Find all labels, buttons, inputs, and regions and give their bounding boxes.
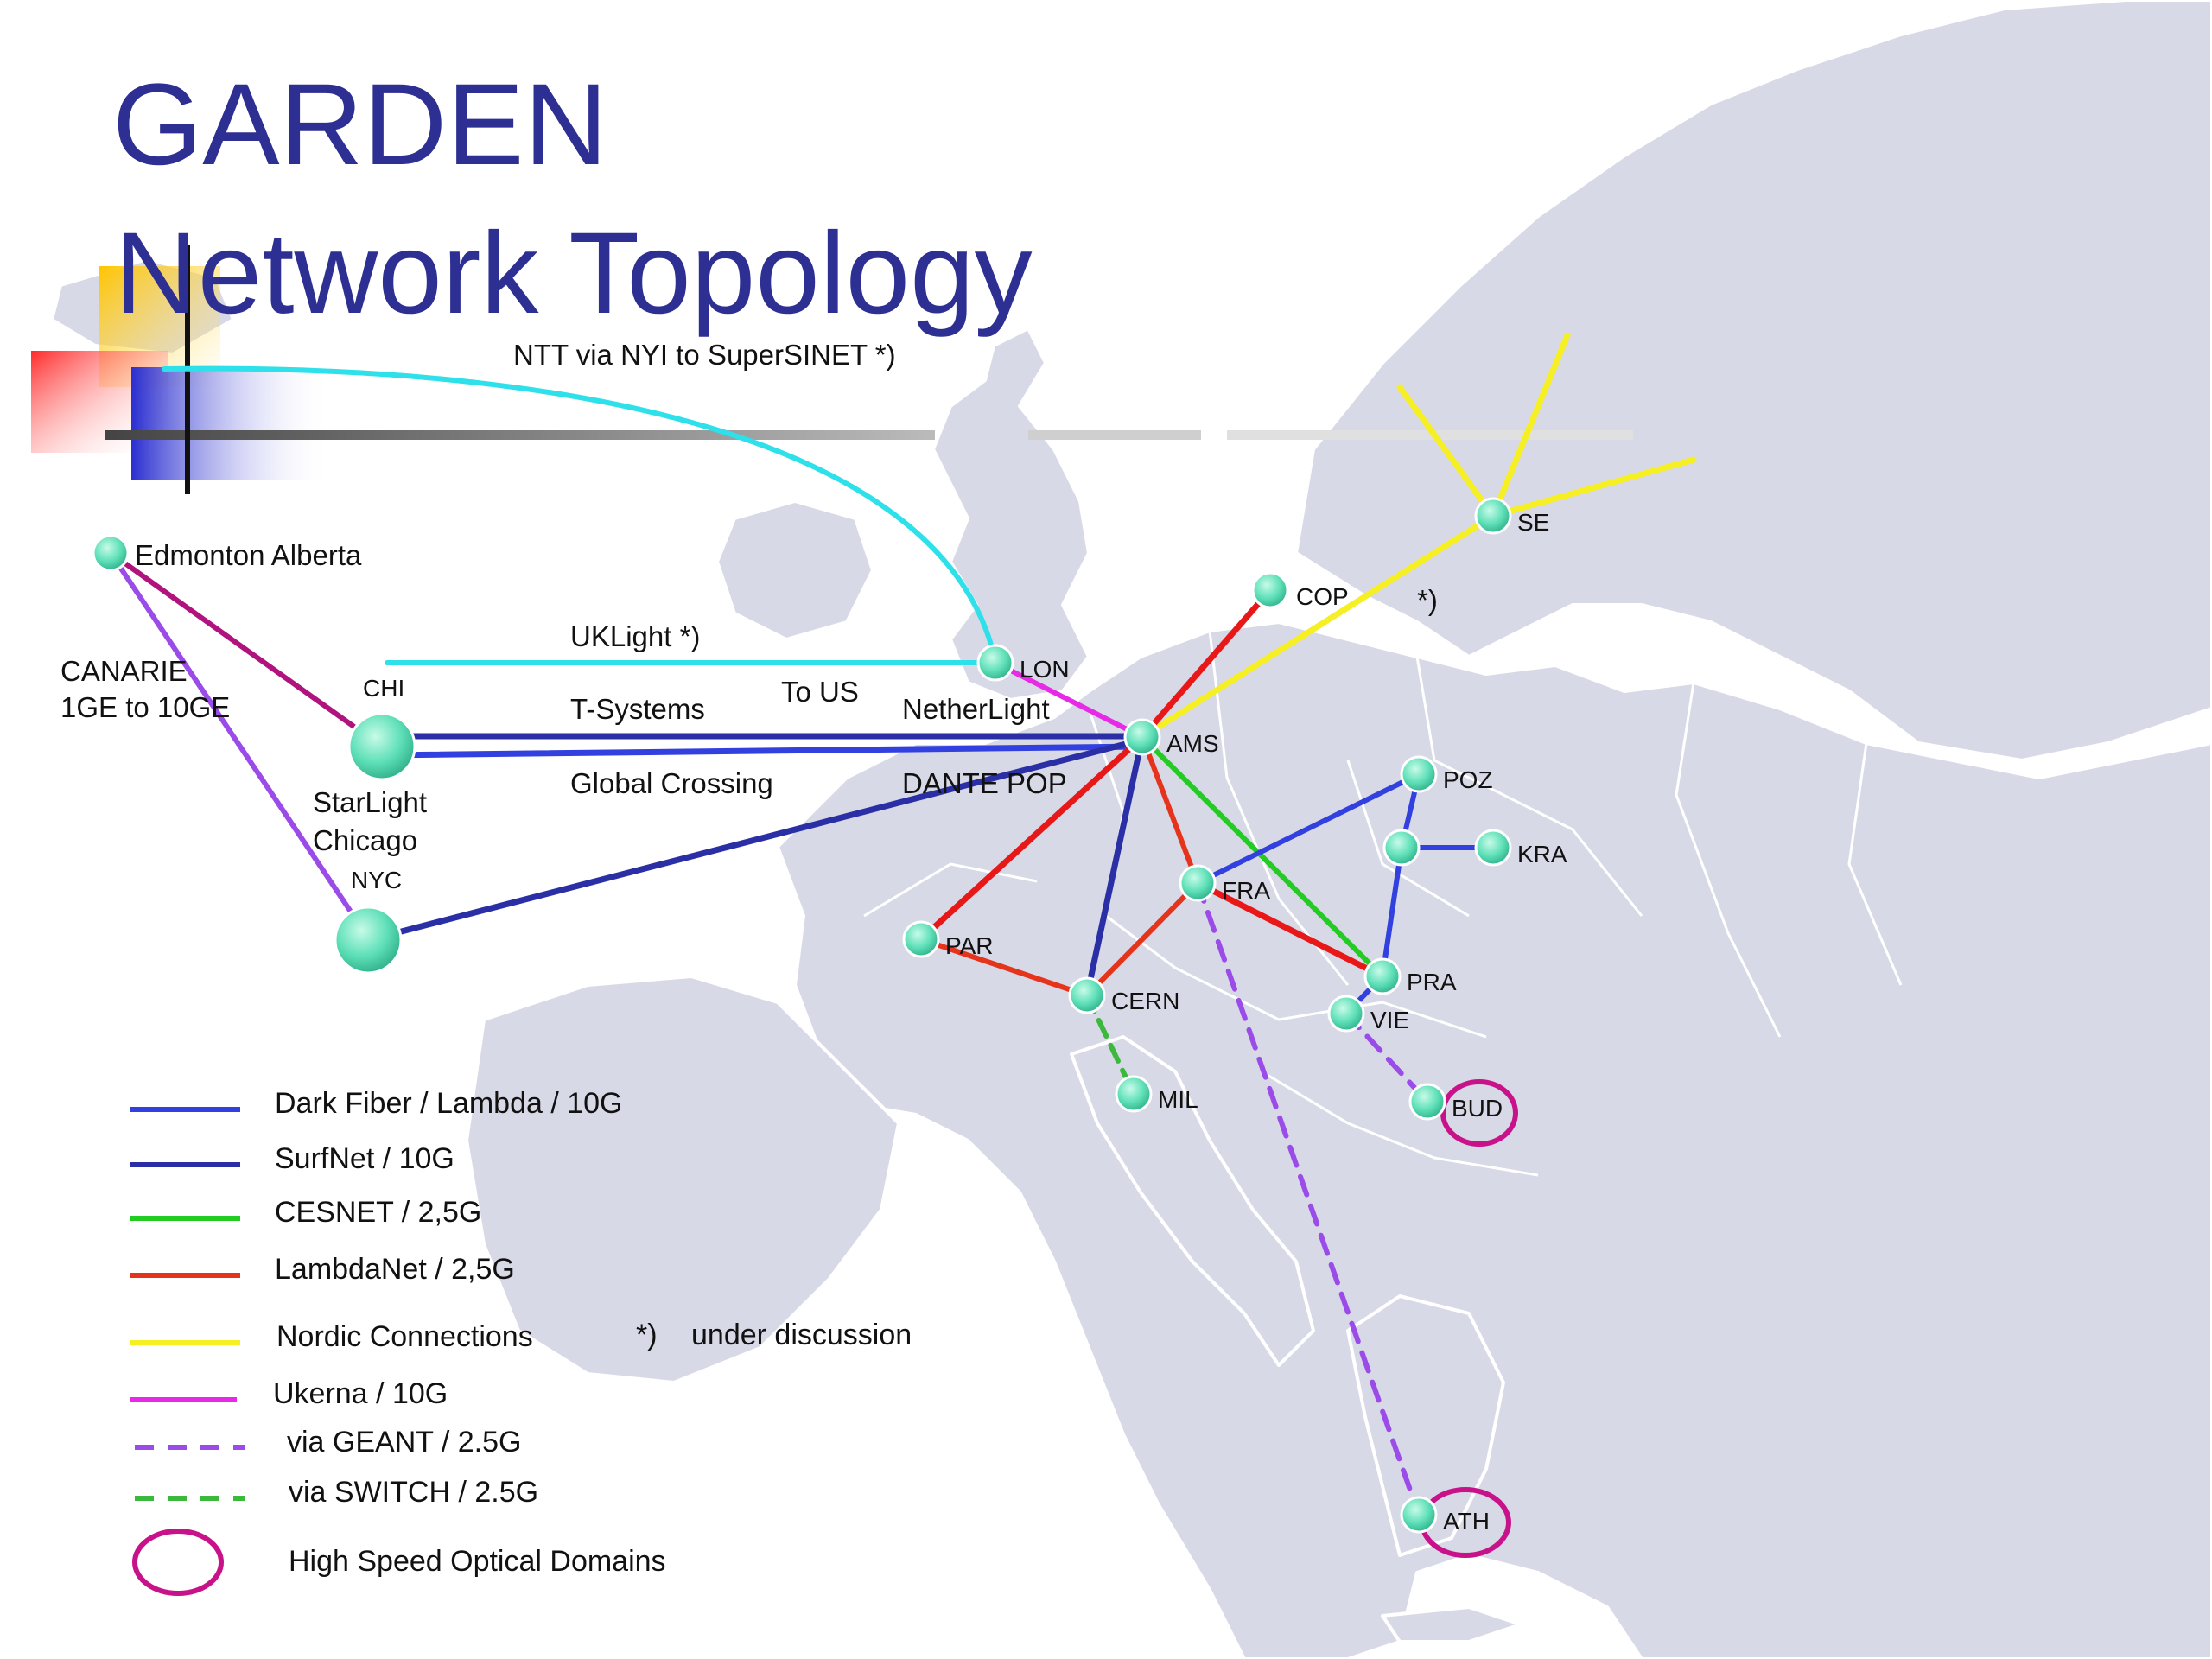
label-bud: BUD <box>1452 1095 1503 1122</box>
label-starlight-1: StarLight <box>313 786 427 818</box>
label-lon: LON <box>1020 656 1070 683</box>
node-se <box>1474 497 1512 535</box>
link-ams-cern <box>1084 734 1146 999</box>
node-edmonton <box>92 534 130 572</box>
optical-domain-bud <box>1440 1079 1518 1147</box>
link-nyc-ams <box>365 736 1146 944</box>
link-geant-fra-ath <box>1195 880 1421 1517</box>
link-ntt-arc <box>162 365 998 664</box>
legend: Dark Fiber / Lambda / 10G SurfNet / 10G … <box>130 1087 912 1596</box>
label-mil: MIL <box>1158 1086 1198 1113</box>
link-mid-pra <box>1380 845 1404 979</box>
node-cop <box>1251 571 1289 609</box>
link-nordic-ams-se <box>1139 512 1497 741</box>
link-ams-cop <box>1139 587 1274 741</box>
legend-label-switch: via SWITCH / 2.5G <box>289 1476 538 1509</box>
link-fra-poz <box>1195 772 1421 886</box>
legend-label-cesnet: CESNET / 2,5G <box>275 1196 481 1229</box>
node-lon <box>976 644 1014 682</box>
label-ams: AMS <box>1166 730 1219 757</box>
node-pra <box>1363 957 1402 995</box>
link-nordic-se-2 <box>1490 332 1571 519</box>
legend-swatch-optical <box>132 1529 224 1596</box>
link-nordic-se-3 <box>1490 456 1697 519</box>
link-par-cern <box>918 937 1090 998</box>
label-to-us: To US <box>781 676 859 708</box>
label-t-systems: T-Systems <box>570 693 705 725</box>
node-poz <box>1400 755 1438 793</box>
label-canarie-2: 1GE to 10GE <box>60 691 230 723</box>
link-globalcrossing-chi-ams <box>378 743 1146 759</box>
label-edmonton: Edmonton Alberta <box>135 539 362 571</box>
label-se: SE <box>1517 509 1549 536</box>
label-pra: PRA <box>1407 969 1457 995</box>
link-fra-pra <box>1194 880 1386 980</box>
label-canarie-1: CANARIE <box>60 655 188 687</box>
node-nyc <box>334 906 403 975</box>
legend-label-nordic-star: *) <box>636 1319 658 1351</box>
link-ams-pra <box>1140 734 1385 979</box>
node-ath <box>1400 1496 1438 1534</box>
label-global-crossing: Global Crossing <box>570 767 773 799</box>
link-geant-vie-bud <box>1344 1011 1430 1104</box>
label-vie: VIE <box>1370 1007 1409 1033</box>
link-labels: NTT via NYI to SuperSINET *) CANARIE 1GE… <box>60 339 1438 856</box>
label-chi: CHI <box>363 675 404 702</box>
label-poz: POZ <box>1443 766 1493 793</box>
link-canarie-edm-nyc <box>108 550 371 940</box>
label-nyc: NYC <box>351 867 402 893</box>
map-ireland <box>715 499 874 641</box>
page-title-line2: Network Topology <box>114 209 1033 338</box>
label-starlight-2: Chicago <box>313 824 417 856</box>
map-crete <box>1381 1605 1522 1643</box>
node-par <box>902 920 940 958</box>
label-kra: KRA <box>1517 841 1567 868</box>
label-dante-pop: DANTE POP <box>902 767 1067 799</box>
node-ams <box>1123 718 1161 756</box>
link-canarie-edm-chi <box>108 550 385 749</box>
node-chi <box>347 712 416 781</box>
label-ath: ATH <box>1443 1508 1490 1535</box>
legend-label-ukerna: Ukerna / 10G <box>273 1377 448 1410</box>
map-iberia <box>465 975 900 1384</box>
label-cern: CERN <box>1111 988 1179 1014</box>
page-title-line1: GARDEN <box>112 60 607 189</box>
label-ntt: NTT via NYI to SuperSINET *) <box>513 339 896 371</box>
label-uklight: UKLight *) <box>570 620 700 652</box>
node-vie <box>1327 995 1365 1033</box>
link-ams-fra <box>1140 734 1200 886</box>
link-ams-par <box>918 734 1146 943</box>
link-nordic-se-1 <box>1396 384 1497 519</box>
node-fra <box>1179 864 1217 902</box>
node-mid <box>1382 829 1421 867</box>
label-nordic-note: *) <box>1417 584 1438 616</box>
link-ukerna-lon-ams <box>993 660 1145 740</box>
legend-label-surfnet: SurfNet / 10G <box>275 1142 454 1175</box>
network-nodes <box>92 497 1512 1534</box>
legend-label-lambdanet: LambdaNet / 2,5G <box>275 1253 515 1286</box>
label-fra: FRA <box>1222 877 1270 904</box>
label-par: PAR <box>945 932 994 959</box>
legend-label-dark-fiber: Dark Fiber / Lambda / 10G <box>275 1087 623 1120</box>
label-netherlight: NetherLight <box>902 693 1050 725</box>
legend-label-geant: via GEANT / 2.5G <box>287 1426 521 1459</box>
title-decoration <box>31 245 1633 494</box>
label-cop: COP <box>1296 583 1349 610</box>
map-scandinavia <box>1294 0 2212 762</box>
node-bud <box>1408 1083 1446 1121</box>
node-mil <box>1115 1075 1153 1113</box>
legend-label-nordic: Nordic Connections <box>276 1320 533 1353</box>
link-fra-cern <box>1084 880 1200 998</box>
legend-label-optical: High Speed Optical Domains <box>289 1545 666 1578</box>
legend-label-under-discussion: under discussion <box>691 1319 912 1351</box>
map-great-britain <box>931 327 1090 702</box>
node-kra <box>1474 829 1512 867</box>
node-labels: Edmonton Alberta CHI NYC LON AMS COP SE … <box>135 509 1567 1535</box>
map-italy <box>1070 1035 1315 1367</box>
node-cern <box>1068 976 1106 1014</box>
